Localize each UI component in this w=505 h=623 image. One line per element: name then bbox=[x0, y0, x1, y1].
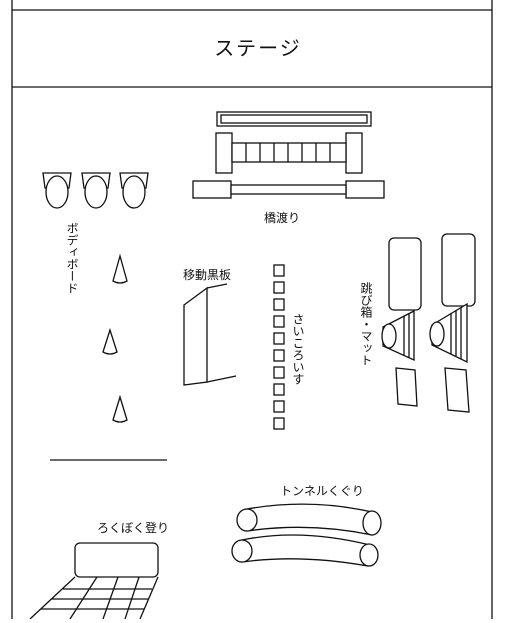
bodyboard-label: ボディボード bbox=[65, 222, 79, 294]
stage-label: ステージ bbox=[214, 36, 302, 60]
blackboard bbox=[183, 283, 237, 386]
tunnel-label: トンネルくぐり bbox=[280, 484, 364, 498]
vaulting-box-set-left bbox=[381, 237, 422, 407]
climbing-ladder bbox=[29, 542, 159, 620]
cone-markers bbox=[102, 253, 128, 423]
ladder-label: ろくぼく登り bbox=[97, 520, 169, 535]
bridge-structure bbox=[192, 111, 385, 199]
blackboard-label: 移動黒板 bbox=[183, 268, 231, 282]
bridge-label: 橋渡り bbox=[264, 210, 300, 225]
dice-chairs bbox=[273, 264, 285, 430]
vault-mat-label: 跳び箱・マット bbox=[359, 282, 373, 366]
dice-chairs-label: さいころいす bbox=[291, 313, 305, 385]
tunnel bbox=[231, 503, 382, 567]
bodyboard-group bbox=[42, 172, 149, 209]
page-frame bbox=[11, 0, 493, 619]
vaulting-box-set-right bbox=[429, 233, 476, 413]
